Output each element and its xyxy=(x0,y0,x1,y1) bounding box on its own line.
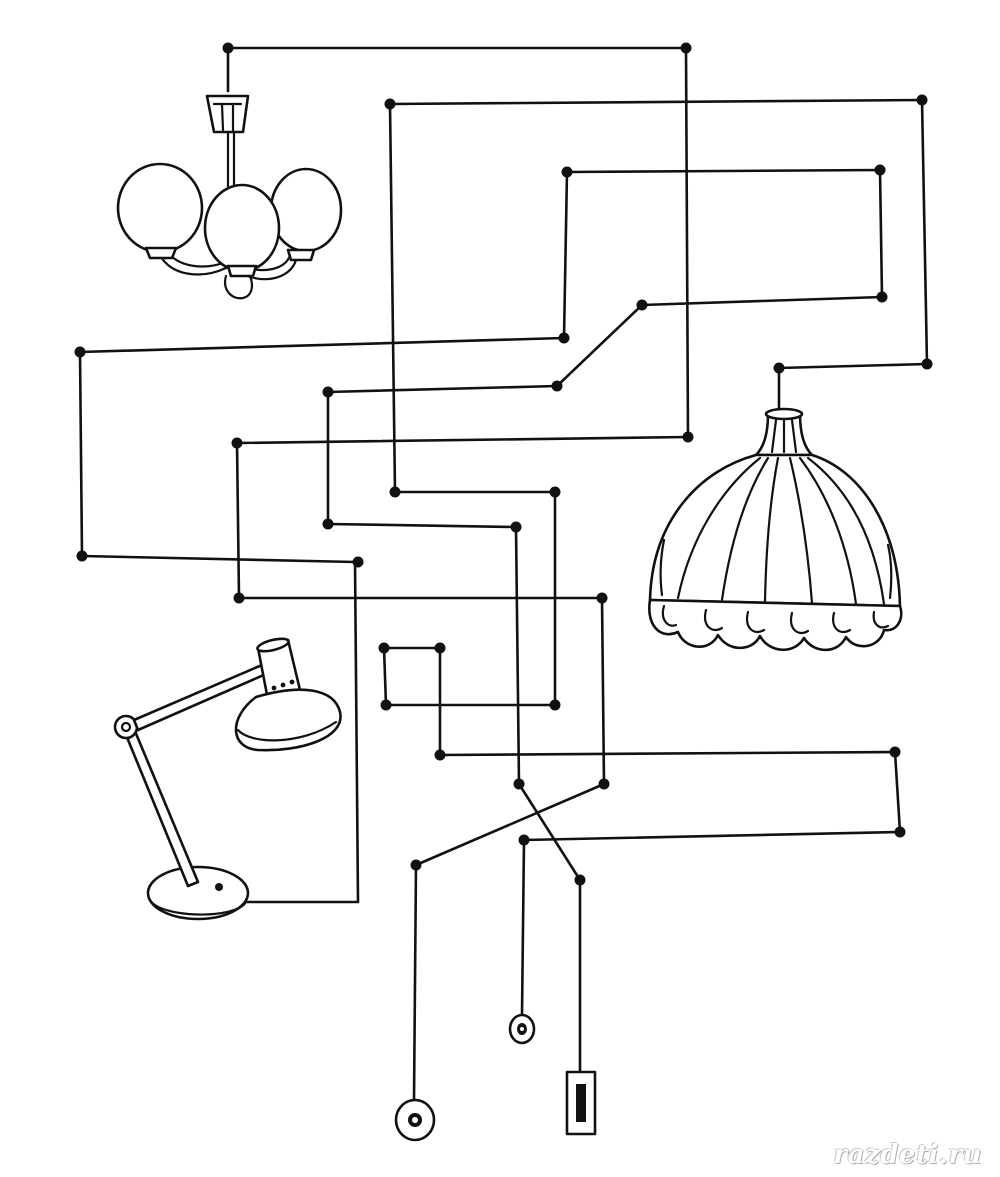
junction-dot xyxy=(380,699,392,711)
junction-dot xyxy=(74,346,86,358)
junction-dot xyxy=(384,98,396,110)
junction-dot xyxy=(680,42,692,54)
junction-dot xyxy=(889,746,901,758)
junction-dot xyxy=(921,358,933,370)
junction-dot xyxy=(518,834,530,846)
wire-dome-lamp[interactable] xyxy=(382,98,929,1017)
junction-dot xyxy=(876,291,888,303)
junction-dot xyxy=(322,518,334,530)
junction-dot xyxy=(434,642,446,654)
junction-dot xyxy=(513,778,525,790)
round-switch-icon[interactable] xyxy=(508,1013,536,1045)
junction-dot xyxy=(222,42,234,54)
junction-dot xyxy=(549,699,561,711)
desk-lamp-icon[interactable] xyxy=(113,636,342,921)
toggle-switch-icon[interactable] xyxy=(565,1070,597,1136)
junction-dot xyxy=(231,437,243,449)
junction-dot xyxy=(682,431,694,443)
junction-dot xyxy=(549,486,561,498)
junction-dot xyxy=(596,592,608,604)
junction-dot xyxy=(389,486,401,498)
junction-dot xyxy=(322,386,334,398)
junction-dot xyxy=(636,299,648,311)
junction-dot xyxy=(874,164,886,176)
junction-dot xyxy=(233,592,245,604)
chandelier-icon[interactable] xyxy=(116,94,343,300)
junction-dot xyxy=(510,521,522,533)
junction-dot xyxy=(894,826,906,838)
round-switch-icon[interactable] xyxy=(394,1098,436,1142)
watermark: razdeti.ru xyxy=(833,1140,982,1170)
junction-dot xyxy=(434,749,446,761)
junction-dot xyxy=(574,874,586,886)
junction-dots xyxy=(74,42,933,886)
junction-dot xyxy=(561,166,573,178)
junction-dot xyxy=(378,642,390,654)
junction-dot xyxy=(916,94,928,106)
junction-dot xyxy=(773,362,785,374)
junction-dot xyxy=(352,556,364,568)
junction-dot xyxy=(551,380,563,392)
wire-chandelier[interactable] xyxy=(226,46,690,1102)
junction-dot xyxy=(598,778,610,790)
junction-dot xyxy=(558,332,570,344)
junction-dot xyxy=(76,550,88,562)
dome-lamp-icon[interactable] xyxy=(648,407,903,652)
junction-dot xyxy=(410,859,422,871)
